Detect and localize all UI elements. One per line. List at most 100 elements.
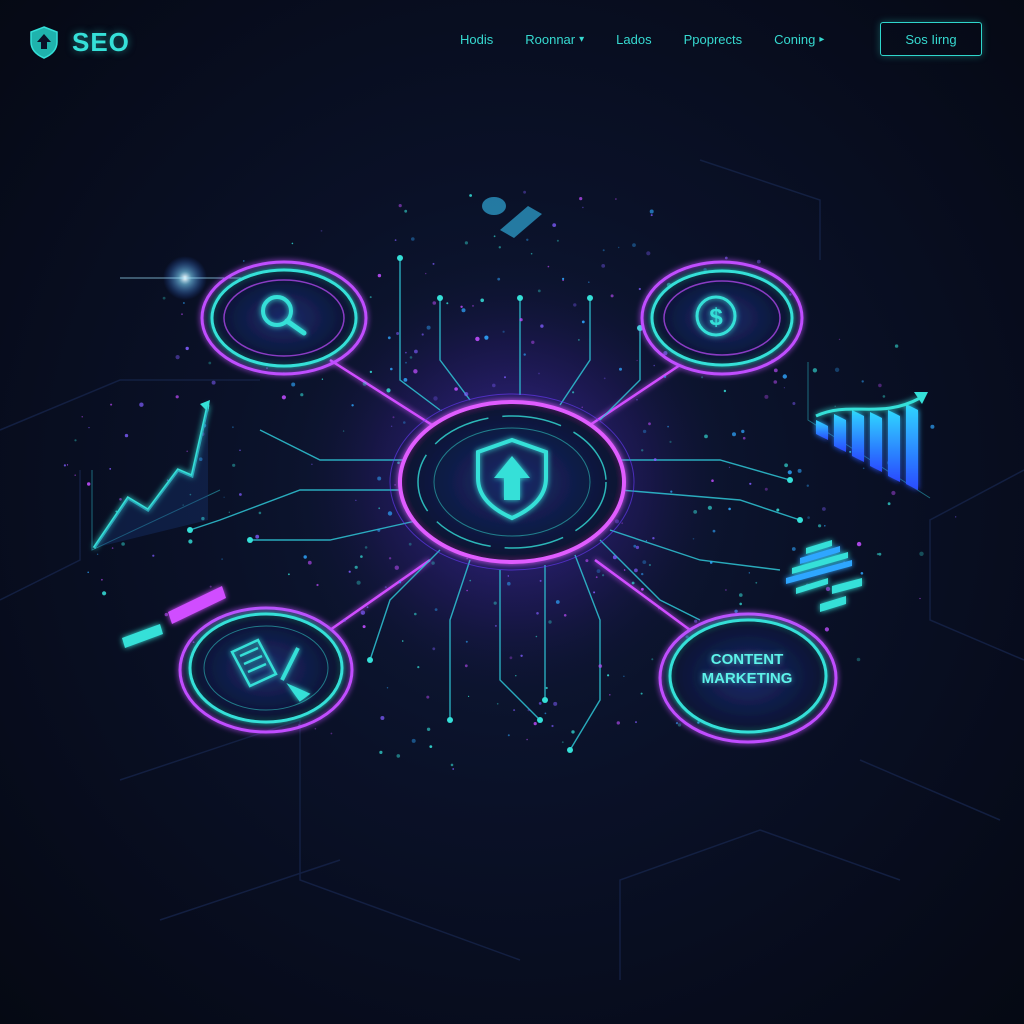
dust-particle [685, 635, 689, 639]
brand-name: SEO [72, 26, 130, 57]
dust-particle [789, 293, 792, 296]
dust-particle [632, 243, 636, 248]
dust-particle [377, 476, 382, 481]
dust-particle [693, 510, 698, 514]
dust-particle [657, 607, 660, 610]
brand-logo[interactable]: SEO [26, 24, 130, 60]
dust-particle [955, 516, 957, 518]
dust-particle [390, 425, 393, 427]
dust-particle [258, 511, 262, 515]
dust-particle [354, 565, 358, 569]
dust-particle [818, 524, 822, 528]
dust-particle [634, 568, 638, 573]
dust-particle [380, 716, 385, 720]
shield-up-icon [30, 26, 58, 59]
dust-particle [188, 539, 193, 544]
dust-particle [697, 721, 700, 724]
dust-particle [175, 355, 180, 360]
dust-particle [377, 528, 381, 532]
dust-particle [636, 359, 638, 362]
nav-item-label: Ppoprects [683, 32, 743, 47]
dust-particle [311, 463, 313, 466]
dust-particle [649, 209, 654, 214]
dust-particle [807, 516, 810, 519]
nav-item-1[interactable]: Hodis [460, 32, 493, 47]
dust-particle [497, 277, 501, 281]
dust-particle [461, 308, 466, 313]
dust-particle [602, 249, 605, 252]
dust-particle [773, 380, 778, 384]
dust-particle [824, 627, 830, 632]
content-writing-node[interactable] [178, 606, 354, 734]
dust-particle [209, 585, 212, 588]
dust-particle [553, 701, 558, 706]
nav-item-2[interactable]: Roonnar▾ [525, 32, 584, 47]
dust-particle [623, 675, 625, 677]
accent-dashes [122, 586, 226, 648]
dust-particle [189, 493, 192, 496]
dust-particle [74, 474, 76, 477]
dust-particle [494, 624, 497, 627]
dust-particle [364, 546, 368, 549]
dust-particle [595, 576, 598, 579]
dust-particle [919, 551, 924, 556]
dust-particle [822, 507, 826, 511]
dust-particle [300, 393, 304, 397]
dust-particle [466, 589, 468, 592]
dust-particle [545, 686, 548, 690]
dust-particle [756, 259, 761, 264]
dust-particle [563, 614, 567, 617]
dust-particle [572, 391, 575, 394]
dust-particle [401, 640, 404, 642]
dust-particle [728, 466, 731, 469]
dust-particle [602, 574, 605, 577]
dust-particle [703, 268, 707, 272]
dust-particle [281, 395, 286, 400]
dust-particle [631, 581, 635, 585]
dust-particle [663, 375, 667, 378]
dust-particle [175, 395, 179, 399]
dust-particle [405, 351, 407, 354]
cta-button[interactable]: Sos Iirng [880, 22, 982, 56]
dust-particle [621, 522, 624, 525]
dust-particle [641, 449, 644, 452]
dust-particle [578, 339, 580, 341]
content-marketing-node[interactable] [658, 612, 838, 744]
dust-particle [493, 601, 497, 605]
dust-particle [530, 252, 533, 255]
data-rows-graphic [786, 540, 862, 612]
nav-item-4[interactable]: Ppoprects [684, 32, 743, 47]
dust-particle [208, 361, 212, 365]
dust-particle [641, 572, 644, 576]
dust-particle [320, 230, 323, 232]
dust-particle [834, 367, 840, 372]
dust-particle [425, 272, 427, 275]
center-node[interactable] [389, 393, 635, 571]
dust-particle [466, 557, 468, 560]
nav-item-5[interactable]: Coning▸ [774, 32, 824, 47]
nav-item-label: Lados [616, 32, 652, 47]
dust-particle [396, 754, 401, 758]
dust-particle [533, 722, 537, 726]
dust-particle [232, 426, 234, 429]
dust-particle [360, 555, 363, 558]
search-node[interactable] [200, 260, 368, 376]
dust-particle [618, 246, 620, 249]
particle-dust [63, 190, 957, 770]
dust-particle [749, 482, 752, 485]
money-node[interactable]: $ [640, 260, 804, 376]
dust-particle [432, 262, 435, 265]
dust-particle [111, 547, 114, 549]
dust-particle [645, 540, 648, 542]
dust-particle [527, 708, 530, 712]
dust-particle [504, 376, 506, 379]
dust-particle [398, 204, 402, 208]
dust-particle [414, 612, 417, 616]
dust-particle [433, 396, 438, 401]
dust-particle [704, 434, 708, 439]
nav-item-3[interactable]: Lados [616, 32, 651, 47]
dust-particle [498, 246, 501, 249]
dust-particle [838, 338, 841, 341]
dust-particle [185, 346, 189, 351]
dust-particle [394, 239, 397, 242]
